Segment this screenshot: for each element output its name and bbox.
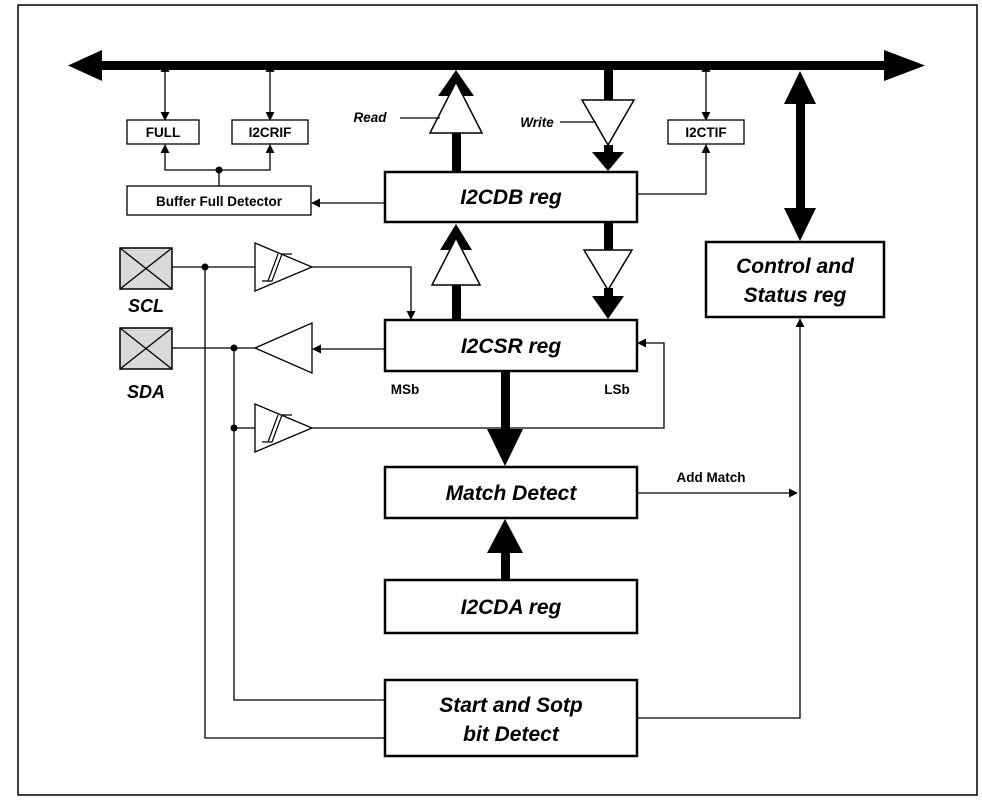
sda-output-driver — [253, 322, 313, 374]
scl-schmitt-buffer — [254, 242, 314, 292]
i2cda-label: I2CDA reg — [461, 596, 562, 619]
i2cda-register: I2CDA reg — [383, 578, 639, 635]
startstop-label-line2: bit Detect — [463, 723, 560, 746]
i2cdb-to-i2ctif-wire — [637, 144, 711, 195]
da-to-match-arrow — [487, 519, 523, 553]
add-match-label: Add Match — [677, 470, 746, 485]
sda-to-startstop-wire — [233, 348, 385, 701]
control-label-line1: Control and — [736, 255, 855, 278]
start-stop-detect: Start and Sotp bit Detect — [383, 678, 639, 758]
control-label-line2: Status reg — [744, 284, 847, 307]
buffer-full-detector: Buffer Full Detector — [126, 185, 312, 216]
db-to-sr-bus-bottom — [604, 288, 613, 300]
i2crif-flag: I2CRIF — [231, 119, 309, 145]
i2csr-register: I2CSR reg — [383, 318, 639, 373]
scl-label: SCL — [128, 296, 164, 316]
match-detect-label: Match Detect — [446, 482, 578, 505]
outer-frame — [17, 4, 978, 796]
sr-to-match-arrow — [487, 429, 523, 466]
buffer-full-detector-label: Buffer Full Detector — [156, 194, 283, 209]
scl-to-i2csr-wire — [312, 266, 416, 320]
msb-label: MSb — [391, 382, 420, 397]
sda-to-i2csr-lsb-wire — [312, 338, 665, 429]
control-bus-arrow-down — [784, 208, 816, 241]
data-bus — [68, 50, 925, 81]
sda-schmitt-buffer — [254, 403, 314, 453]
sr-to-db-bus — [452, 284, 461, 320]
db-to-sr-bus-top — [604, 222, 613, 250]
da-to-match-bus — [501, 550, 510, 580]
startstop-label-line1: Start and Sotp — [439, 694, 583, 717]
i2cdb-register: I2CDB reg — [383, 170, 639, 224]
control-bus-link — [796, 102, 805, 212]
sda-pin — [119, 327, 173, 370]
i2csr-label: I2CSR reg — [461, 335, 562, 358]
write-buffer-arrow — [592, 152, 624, 171]
full-flag: FULL — [126, 119, 200, 145]
scl-pin — [119, 247, 173, 290]
read-label: Read — [353, 110, 387, 125]
sda-label: SDA — [127, 382, 165, 402]
write-path-top — [604, 70, 613, 100]
i2ctif-flag: I2CTIF — [667, 119, 745, 145]
full-flag-label: FULL — [146, 125, 181, 140]
wire-to-full — [160, 144, 219, 171]
i2crif-flag-label: I2CRIF — [249, 125, 292, 140]
startstop-to-control-wire — [637, 318, 805, 719]
read-buffer-triangle — [428, 80, 484, 134]
i2ctif-flag-label: I2CTIF — [685, 125, 726, 140]
scl-to-startstop-wire — [204, 267, 385, 739]
sr-to-match-bus — [501, 371, 510, 433]
db-to-sr-triangle — [582, 249, 634, 292]
control-status-register: Control and Status reg — [704, 240, 886, 319]
read-path-bus — [452, 132, 461, 171]
sr-to-db-triangle — [430, 236, 482, 286]
db-to-sr-arrow — [592, 296, 624, 319]
write-path-bottom — [604, 145, 613, 157]
write-label: Write — [520, 115, 554, 130]
i2cdb-label: I2CDB reg — [460, 186, 562, 209]
wire-to-i2crif — [219, 144, 275, 171]
lsb-label: LSb — [604, 382, 630, 397]
match-detect: Match Detect — [383, 465, 639, 520]
control-bus-arrow-up — [784, 71, 816, 104]
